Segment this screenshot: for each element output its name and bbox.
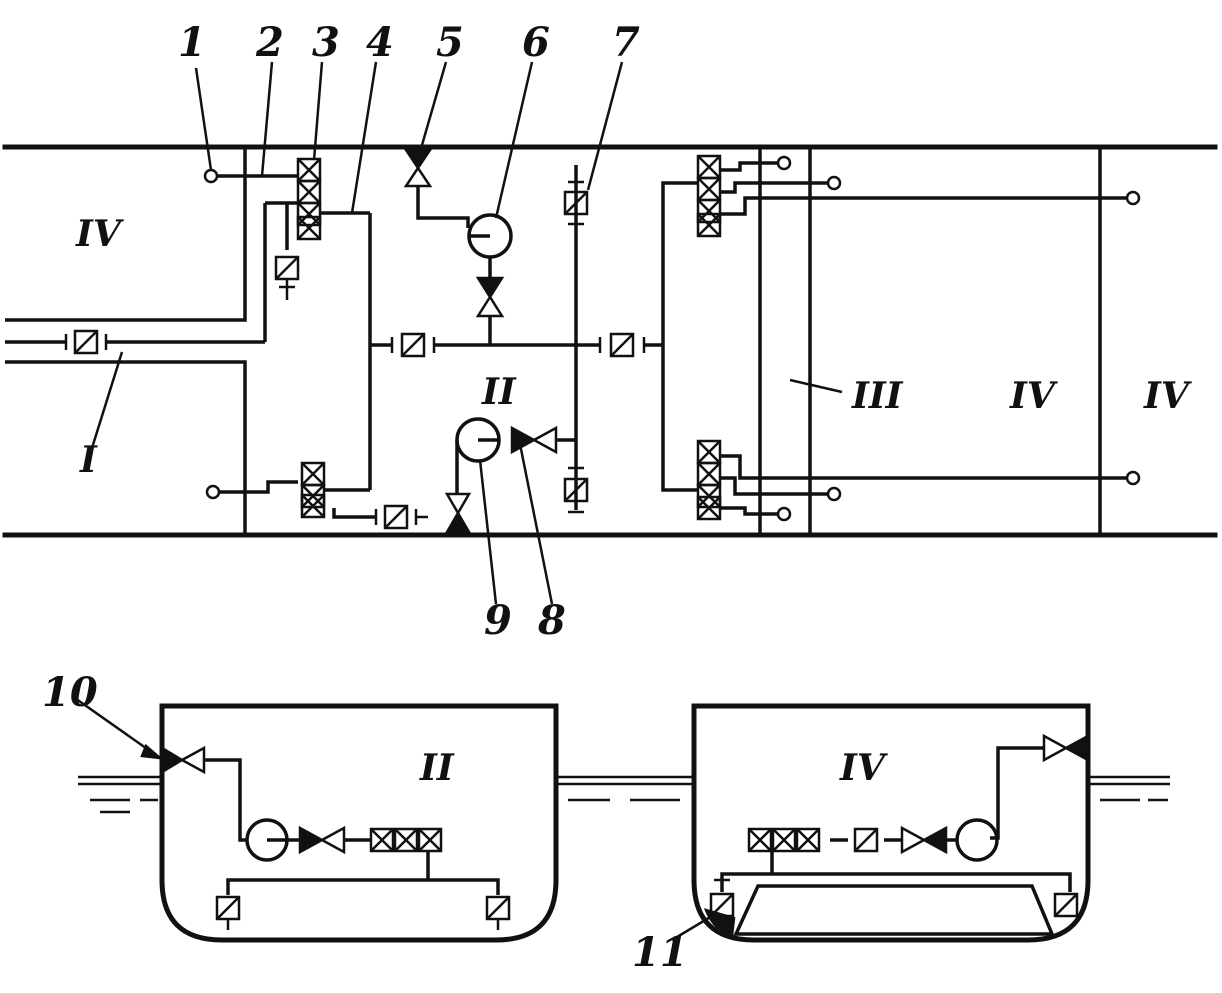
inlet-filter xyxy=(73,329,99,355)
compartment-II: II xyxy=(481,371,517,413)
compartment-IV-right: IV xyxy=(1143,375,1192,417)
compartment-III: III xyxy=(851,375,904,417)
valve-below-pump-6 xyxy=(475,276,505,318)
filter-main-right xyxy=(609,332,635,358)
valve-5 xyxy=(403,148,433,188)
section-label-IV: IV xyxy=(839,747,888,789)
callout-7: 7 xyxy=(612,19,640,66)
hull-section-II xyxy=(159,703,559,943)
section-valve-chest-II xyxy=(369,827,443,853)
section-filter-II-right xyxy=(485,895,511,921)
section-pump-IV xyxy=(955,818,999,862)
bulkhead-left-upper xyxy=(5,147,247,322)
section-label-II: II xyxy=(419,747,455,789)
valve-chest-lower-left xyxy=(300,461,326,519)
plan-view: 1 2 3 4 5 6 7 8 9 IV I II III IV IV xyxy=(2,19,1218,644)
callout-11: 11 xyxy=(632,929,688,976)
callout-9: 9 xyxy=(484,597,512,644)
valve-chest-upper-right xyxy=(696,154,722,238)
waterline xyxy=(78,775,1170,814)
suction-rose-lower-left xyxy=(205,484,221,500)
callout-leaders xyxy=(90,61,843,605)
callout-6: 6 xyxy=(522,19,550,66)
bulkhead-left-lower xyxy=(5,360,247,535)
compartment-IV-middle: IV xyxy=(1009,375,1058,417)
compartment-IV-left: IV xyxy=(75,213,124,255)
filter-below-3 xyxy=(274,255,300,281)
valve-8 xyxy=(510,425,558,455)
filter-main-left xyxy=(400,332,426,358)
section-valve-IV-top xyxy=(1042,733,1090,763)
section-filter-IV-right xyxy=(1053,892,1079,918)
valve-chest-3 xyxy=(296,157,322,241)
section-filter-II-left xyxy=(215,895,241,921)
callout-2: 2 xyxy=(255,19,284,66)
valve-chest-lower-right xyxy=(696,439,722,521)
suction-rose-1 xyxy=(203,168,219,184)
callout-10: 10 xyxy=(42,669,98,716)
cross-sections: II 10 IV xyxy=(42,669,1170,976)
section-valve-chest-IV xyxy=(747,827,821,853)
section-filter-IV xyxy=(853,827,879,853)
compartment-I: I xyxy=(79,439,98,481)
bilge-well-11 xyxy=(703,908,736,938)
leader-11 xyxy=(671,914,713,942)
callout-8: 8 xyxy=(537,597,566,644)
sea-valve-9 xyxy=(444,492,472,534)
hull-section-IV xyxy=(691,703,1091,943)
section-valve-II xyxy=(298,825,346,855)
section-valve-IV xyxy=(900,825,948,855)
filter-lower-left xyxy=(383,504,409,530)
callout-4: 4 xyxy=(366,19,394,66)
callout-1: 1 xyxy=(178,19,206,66)
callout-3: 3 xyxy=(312,19,340,66)
callout-5: 5 xyxy=(436,19,464,66)
sea-valve-10 xyxy=(160,745,206,775)
section-tank-IV xyxy=(733,884,1055,936)
